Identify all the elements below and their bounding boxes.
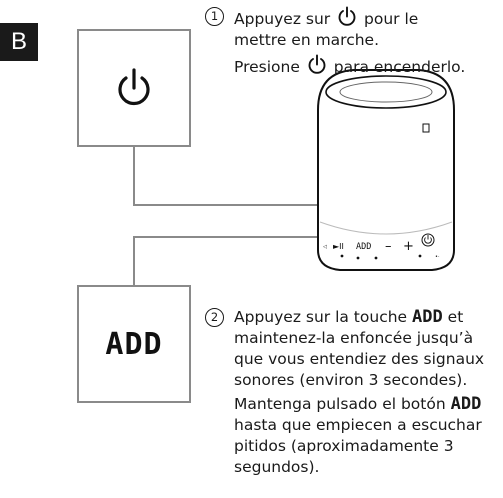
speaker-play-control: ►II (333, 242, 344, 251)
step-2-es-line-1: Mantenga pulsado el botón ADD (234, 394, 482, 414)
step-1-fr-line-2: mettre en marche. (234, 31, 380, 49)
step-2-fr-line-2: maintenez-la enfoncée jusqu’à (234, 329, 474, 347)
step-2-es-line-2: hasta que empiecen a escuchar (234, 416, 482, 434)
add-key-label: ADD (412, 307, 443, 327)
power-icon (338, 6, 356, 26)
step-2-fr-line-3: que vous entendiez des signaux (234, 350, 485, 368)
add-key-label: ADD (450, 394, 482, 414)
step-1-es-line: Presione para encenderlo. (234, 54, 465, 78)
speaker-minus-control: – (385, 239, 392, 254)
power-button-illustration (77, 29, 191, 147)
speaker-plus-control: + (403, 239, 414, 254)
step-number-2: 2 (205, 308, 224, 327)
step-1-instructions: 1 Appuyez sur pour le mettre en marche. … (205, 6, 465, 78)
section-letter-badge: B (0, 23, 38, 61)
svg-text:•·: •· (435, 254, 440, 260)
step-2-fr-line-1: Appuyez sur la touche ADD et (234, 307, 464, 327)
step-2-es-line-3: pitidos (aproximadamente 3 (234, 437, 454, 455)
step-2-es-line-4: segundos). (234, 458, 320, 476)
add-button-illustration: ADD (77, 285, 191, 403)
speaker-add-control: ADD (356, 242, 371, 252)
power-icon (118, 68, 150, 106)
svg-text:◁: ◁ (323, 244, 327, 250)
step-2-instructions: 2 Appuyez sur la touche ADD et maintenez… (205, 307, 484, 478)
add-button-label: ADD (105, 326, 163, 362)
power-icon (308, 54, 326, 74)
speaker-icon: ADD ►II – + ◁ •· (317, 69, 455, 271)
step-2-fr-line-4: sonores (environ 3 secondes). (234, 371, 468, 389)
step-1-fr-line-1: Appuyez sur pour le (234, 6, 465, 30)
step-number-1: 1 (205, 7, 224, 26)
add-connector-line (133, 236, 368, 285)
